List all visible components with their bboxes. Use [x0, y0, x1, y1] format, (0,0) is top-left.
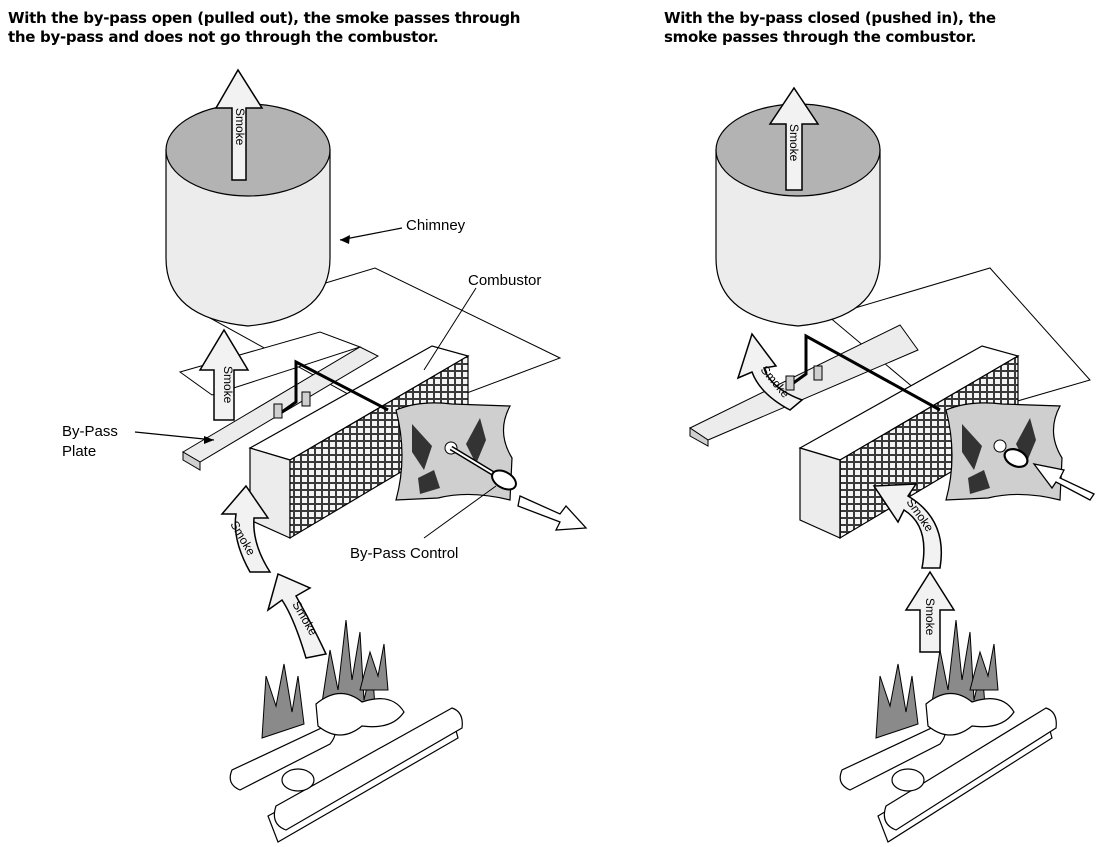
combustor-label: Combustor	[468, 272, 541, 289]
smoke-label: Smoke	[787, 124, 801, 162]
push-in-arrow-icon	[1032, 463, 1095, 501]
bypass-plate-label-line1: By-Pass	[62, 423, 118, 440]
caption-closed-line2: smoke passes through the combustor.	[664, 28, 977, 46]
bypass-plate-label-line2: Plate	[62, 443, 96, 460]
pull-out-arrow-icon	[517, 495, 588, 531]
smoke-arrow-chimney-exit: Smoke	[214, 68, 264, 181]
smoke-label: Smoke	[221, 366, 235, 404]
caption-open-line2: the by-pass and does not go through the …	[8, 28, 439, 46]
caption-bypass-open: With the by-pass open (pulled out), the …	[8, 9, 520, 47]
smoke-label: Smoke	[233, 108, 247, 146]
callouts-left: Chimney Combustor By-Pass Plate By-Pass …	[62, 217, 541, 562]
bypass-control-handle	[1003, 448, 1029, 468]
chimney	[165, 103, 331, 327]
stove-front-panel	[945, 402, 1063, 501]
bypass-control-handle	[449, 445, 517, 491]
smoke-arrow-fire: Smoke	[266, 572, 328, 659]
caption-bypass-closed: With the by-pass closed (pushed in), the…	[664, 9, 996, 47]
smoke-arrow-fire: Smoke	[904, 570, 956, 653]
caption-open-line1: With the by-pass open (pulled out), the …	[8, 9, 521, 27]
bypass-plate-closed	[688, 324, 919, 447]
fire-flames	[875, 619, 999, 739]
chimney-label: Chimney	[406, 217, 466, 234]
fire-logs	[839, 692, 1057, 843]
fire-logs	[229, 692, 463, 843]
smoke-label: Smoke	[923, 598, 937, 636]
smoke-arrow-bypass: Smoke	[198, 328, 250, 421]
bypass-linkage	[273, 359, 389, 419]
smoke-arrow-combustor: Smoke	[872, 483, 943, 569]
bypass-linkage	[785, 333, 941, 412]
diagram-bypass-closed: Smoke Smoke	[688, 86, 1095, 843]
bypass-control-label: By-Pass Control	[350, 545, 458, 562]
combustor-block	[248, 345, 470, 540]
smoke-arrow-chimney-exit: Smoke	[768, 86, 820, 191]
diagram-bypass-open: Smoke Smoke	[62, 68, 588, 843]
caption-closed-line1: With the by-pass closed (pushed in), the	[664, 9, 996, 27]
